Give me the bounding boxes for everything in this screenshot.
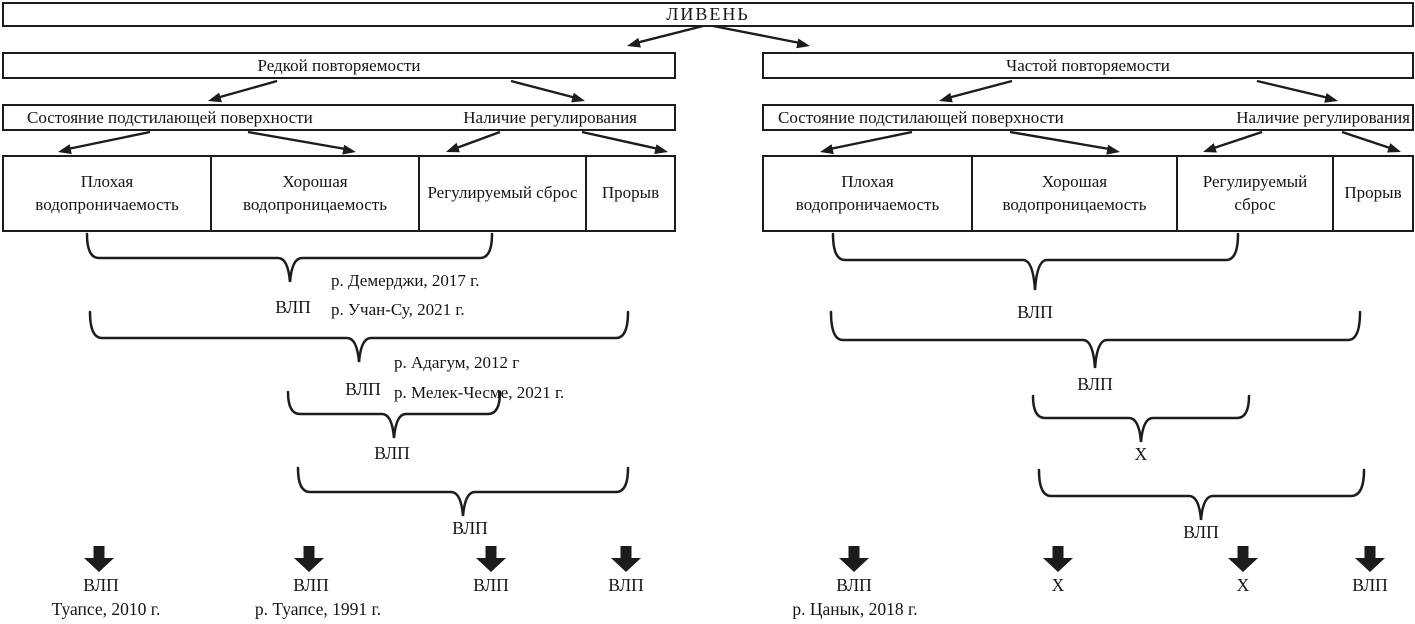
brace-label: ВЛП <box>452 518 488 538</box>
brace-left-1 <box>85 232 494 283</box>
outcome-label: ВЛП <box>608 575 644 595</box>
brace-right-4 <box>1037 468 1366 521</box>
event-list: р. Адагум, 2012 г р. Мелек-Чесме, 2021 г… <box>394 348 564 408</box>
arrowhead-icon <box>820 144 834 155</box>
arrowhead-icon <box>654 144 668 154</box>
arrowhead-icon <box>342 144 356 155</box>
brace-left-3 <box>286 390 502 439</box>
outcome-label: ВЛП <box>83 575 119 595</box>
right-regulation-label: Наличие регулирования <box>1236 107 1410 127</box>
outcome-label: ВЛП <box>473 575 509 595</box>
flow-arrows <box>58 24 1401 155</box>
brace-left-4 <box>296 466 630 517</box>
category-box-breakthrough: Прорыв <box>1344 183 1402 203</box>
left-regulation-label: Наличие регулирования <box>463 107 637 127</box>
arrowhead-icon <box>1106 144 1120 155</box>
brace-label: ВЛП <box>1183 522 1219 542</box>
arrowhead-icon <box>58 144 72 155</box>
right-surface-label: Состояние подстилающей поверхности <box>778 107 1064 127</box>
category-box-good-permeability: Хорошая водопроницаемость <box>212 157 420 230</box>
right-frequency-box: Частой повторяемости <box>762 52 1414 79</box>
event-label: р. Адагум, 2012 г <box>394 353 520 372</box>
category-box-good-permeability: Хорошая водопроницаемость <box>973 157 1178 230</box>
down-arrow-icon <box>1355 546 1385 572</box>
down-arrow-icon <box>476 546 506 572</box>
brace-right-2 <box>829 310 1362 369</box>
event-label: р. Демерджи, 2017 г. <box>331 271 480 290</box>
brace-left-2 <box>88 310 630 363</box>
down-arrow-icon <box>611 546 641 572</box>
arrowhead-icon <box>1324 93 1338 103</box>
category-box-poor-permeability: Плохая водопроничаемость <box>4 157 212 230</box>
arrowhead-icon <box>446 142 460 153</box>
outcome-event: Туапсе, 2010 г. <box>51 599 161 619</box>
brace-label: ВЛП <box>374 443 410 463</box>
left-category-row: Плохая водопроничаемость Хорошая водопро… <box>2 155 676 232</box>
category-box-regulated-release: Регулируемый сброс <box>420 157 587 230</box>
category-box-regulated-release: Регулируемый сброс <box>1178 157 1334 230</box>
arrowhead-icon <box>796 38 810 49</box>
brace-label: ВЛП <box>275 297 311 317</box>
down-arrow-icon <box>294 546 324 572</box>
outcome-event: р. Цанык, 2018 г. <box>792 599 918 619</box>
left-frequency-box: Редкой повторяемости <box>2 52 676 79</box>
down-arrow-icon <box>84 546 114 572</box>
event-list: р. Демерджи, 2017 г. р. Учан-Су, 2021 г. <box>331 266 479 324</box>
brace-label: ВЛП <box>1017 302 1053 322</box>
outcome-label: ВЛП <box>293 575 329 595</box>
brace-label: Х <box>1134 444 1148 464</box>
grouping-braces <box>85 232 1366 521</box>
title-box: ЛИВЕНЬ <box>2 2 1414 27</box>
arrowhead-icon <box>571 92 585 103</box>
outcome-event: р. Туапсе, 1991 г. <box>254 599 382 619</box>
brace-right-1 <box>831 232 1240 291</box>
category-box-poor-permeability: Плохая водопроничаемость <box>764 157 973 230</box>
left-criteria-box: Состояние подстилающей поверхности Налич… <box>2 104 676 131</box>
outcome-label: ВЛП <box>836 575 872 595</box>
right-criteria-box: Состояние подстилающей поверхности Налич… <box>762 104 1414 131</box>
arrowhead-icon <box>939 92 953 103</box>
event-label: р. Учан-Су, 2021 г. <box>331 300 465 319</box>
down-arrow-icon <box>839 546 869 572</box>
down-arrow-icon <box>1228 546 1258 572</box>
down-arrow-icon <box>1043 546 1073 572</box>
left-surface-label: Состояние подстилающей поверхности <box>27 107 313 127</box>
brace-label: ВЛП <box>345 379 381 399</box>
arrowhead-icon <box>1387 143 1401 153</box>
outcome-arrows <box>84 546 1385 572</box>
outcome-label: Х <box>1236 575 1250 595</box>
outcome-label: ВЛП <box>1352 575 1388 595</box>
right-category-row: Плохая водопроничаемость Хорошая водопро… <box>762 155 1414 232</box>
event-label: р. Мелек-Чесме, 2021 г. <box>394 383 565 402</box>
category-box-breakthrough: Прорыв <box>601 183 660 203</box>
outcome-label: Х <box>1051 575 1065 595</box>
arrowhead-icon <box>208 92 222 103</box>
arrowhead-icon <box>1203 143 1217 153</box>
arrowhead-icon <box>627 37 641 48</box>
brace-right-3 <box>1031 394 1251 443</box>
brace-label: ВЛП <box>1077 374 1113 394</box>
